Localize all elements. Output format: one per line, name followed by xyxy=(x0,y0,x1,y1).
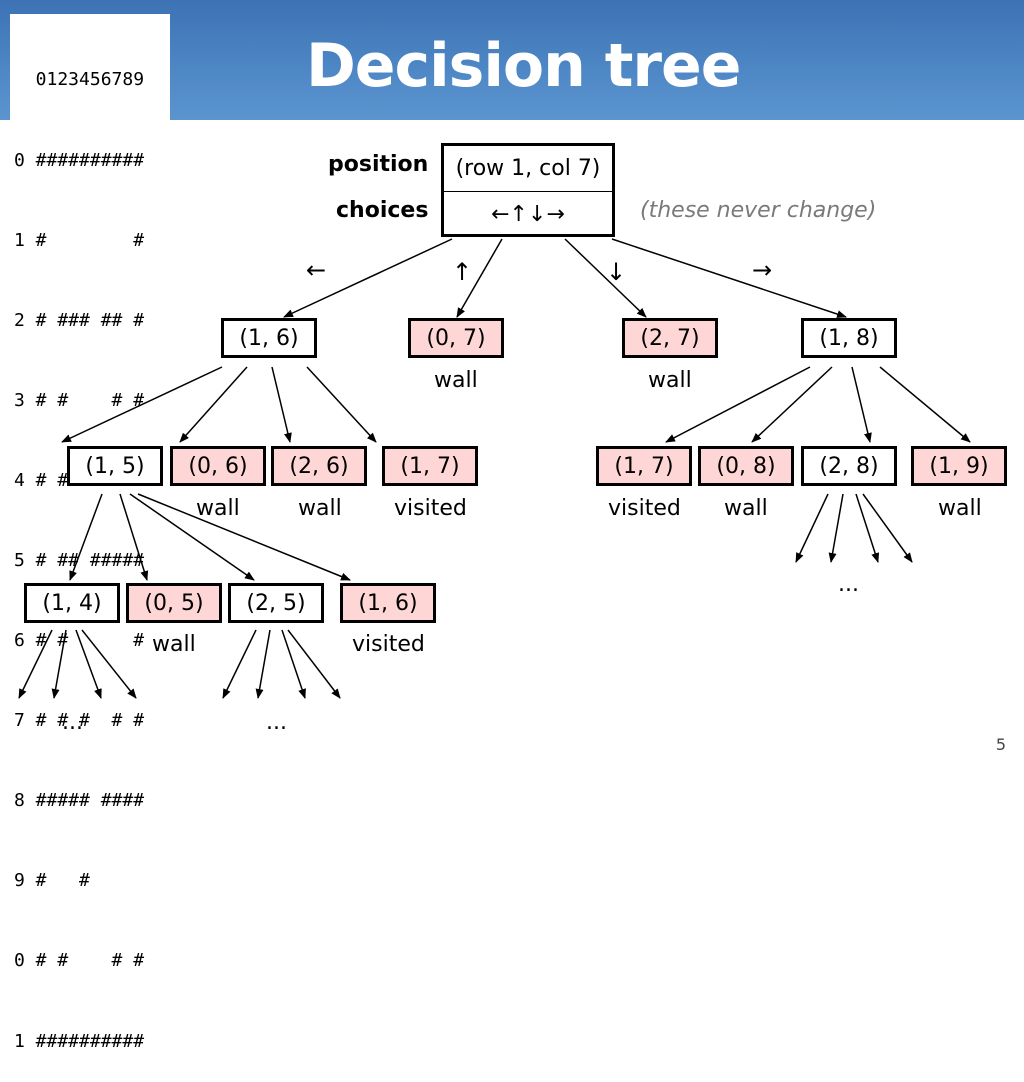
wall-caption: wall xyxy=(938,496,982,521)
right-arrow-icon: → xyxy=(752,256,773,284)
edge xyxy=(222,629,257,699)
edge xyxy=(51,629,67,699)
edge xyxy=(851,366,872,443)
tree-node-visited: (1, 7) xyxy=(382,446,478,486)
edge xyxy=(611,238,847,318)
maze-row: 0123456789 xyxy=(14,69,145,91)
root-divider xyxy=(444,191,612,192)
maze-row: 7 # # # # # xyxy=(14,710,145,732)
tree-node-visited: (1, 7) xyxy=(596,446,692,486)
ellipsis: ... xyxy=(266,710,287,735)
visited-caption: visited xyxy=(394,496,467,521)
tree-node-wall: (0, 6) xyxy=(170,446,266,486)
edge xyxy=(129,493,255,581)
tree-node-wall: (1, 9) xyxy=(911,446,1007,486)
tree-edges xyxy=(18,238,971,699)
maze-row: 0 ########## xyxy=(14,149,145,171)
maze-row: 9 # # xyxy=(14,870,90,892)
tree-node-wall: (2, 6) xyxy=(271,446,367,486)
edge xyxy=(287,629,341,699)
wall-caption: wall xyxy=(648,368,692,393)
maze-grid: 0123456789 0 ########## 1 # # 2 # ### ##… xyxy=(10,14,170,1052)
root-node: (row 1, col 7) ←↑↓→ xyxy=(441,143,615,237)
wall-caption: wall xyxy=(196,496,240,521)
choices-label: choices xyxy=(336,198,429,223)
visited-caption: visited xyxy=(352,632,425,657)
down-arrow-icon: ↓ xyxy=(606,258,627,286)
maze-row: 3 # # # # xyxy=(14,389,145,411)
edge xyxy=(564,238,647,318)
tree-node-visited: (1, 6) xyxy=(340,583,436,623)
tree-node-wall: (0, 5) xyxy=(126,583,222,623)
slide-title: Decision tree xyxy=(306,31,741,101)
edge xyxy=(81,629,137,699)
wall-caption: wall xyxy=(724,496,768,521)
edge xyxy=(69,493,103,581)
edge xyxy=(283,238,453,318)
edge xyxy=(306,366,377,443)
up-arrow-icon: ↑ xyxy=(452,258,473,286)
edge xyxy=(855,493,880,563)
page-number: 5 xyxy=(995,735,1006,754)
root-position-value: (row 1, col 7) xyxy=(455,155,601,181)
tree-node-wall: (0, 7) xyxy=(408,318,504,358)
left-arrow-icon: ← xyxy=(306,256,327,284)
edge xyxy=(879,366,971,443)
header-banner xyxy=(0,0,1024,120)
ellipsis: ... xyxy=(62,710,83,735)
edge xyxy=(665,366,811,443)
edge xyxy=(255,629,271,699)
maze-row: 5 # ## ##### xyxy=(14,549,145,571)
position-label: position xyxy=(328,152,429,177)
edge xyxy=(828,493,844,563)
edge xyxy=(75,629,102,699)
note-text: (these never change) xyxy=(640,198,877,223)
tree-node: (2, 8) xyxy=(801,446,897,486)
maze-row: 1 ########## xyxy=(14,1030,145,1052)
edge xyxy=(179,366,248,443)
wall-caption: wall xyxy=(152,632,196,657)
wall-caption: wall xyxy=(434,368,478,393)
tree-node-wall: (0, 8) xyxy=(698,446,794,486)
wall-caption: wall xyxy=(298,496,342,521)
visited-caption: visited xyxy=(608,496,681,521)
edge xyxy=(18,629,53,699)
maze-row: 1 # # xyxy=(14,229,145,251)
edge xyxy=(271,366,292,443)
edge xyxy=(281,629,306,699)
edge xyxy=(795,493,829,563)
maze-row: 2 # ### ## # xyxy=(14,309,145,331)
tree-node: (1, 5) xyxy=(67,446,163,486)
tree-node: (2, 5) xyxy=(228,583,324,623)
edge xyxy=(61,366,223,443)
edge xyxy=(456,238,503,318)
ellipsis: ... xyxy=(838,572,859,597)
maze-row: 6 # # # xyxy=(14,630,145,652)
tree-node-wall: (2, 7) xyxy=(622,318,718,358)
edge xyxy=(751,366,833,443)
edge xyxy=(862,493,913,563)
tree-node: (1, 8) xyxy=(801,318,897,358)
edge xyxy=(137,493,351,581)
root-choices-value: ←↑↓→ xyxy=(491,201,565,227)
maze-row: 0 # # # # xyxy=(14,950,145,972)
tree-node: (1, 6) xyxy=(221,318,317,358)
maze-row: 8 ##### #### xyxy=(14,790,145,812)
edge xyxy=(119,493,149,581)
tree-node: (1, 4) xyxy=(24,583,120,623)
